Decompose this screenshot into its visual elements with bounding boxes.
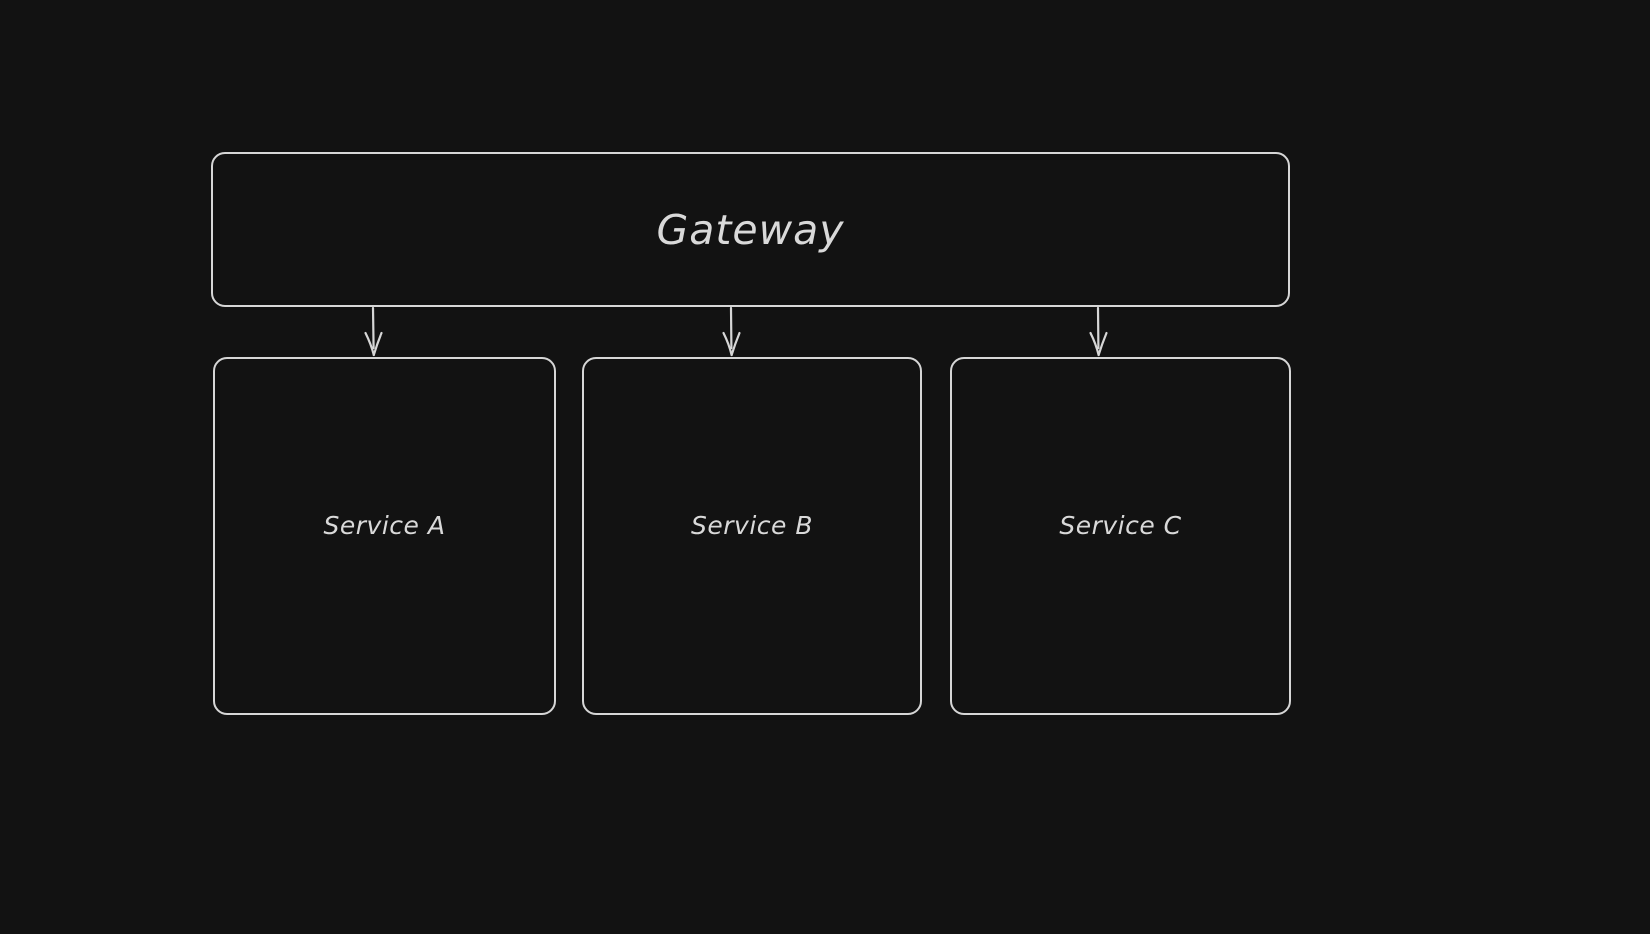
- node-gateway[interactable]: Gateway: [211, 152, 1290, 307]
- edge-gateway-to-service-a: [364, 306, 383, 357]
- node-service-c-label: Service C: [1059, 511, 1182, 540]
- node-service-b[interactable]: Service B: [582, 357, 922, 715]
- node-service-a[interactable]: Service A: [213, 357, 556, 715]
- node-service-a-label: Service A: [323, 511, 446, 540]
- node-gateway-label: Gateway: [656, 205, 845, 254]
- node-service-c[interactable]: Service C: [950, 357, 1291, 715]
- node-service-b-label: Service B: [691, 511, 813, 540]
- edge-gateway-to-service-b: [722, 306, 741, 357]
- edge-gateway-to-service-c: [1089, 306, 1108, 357]
